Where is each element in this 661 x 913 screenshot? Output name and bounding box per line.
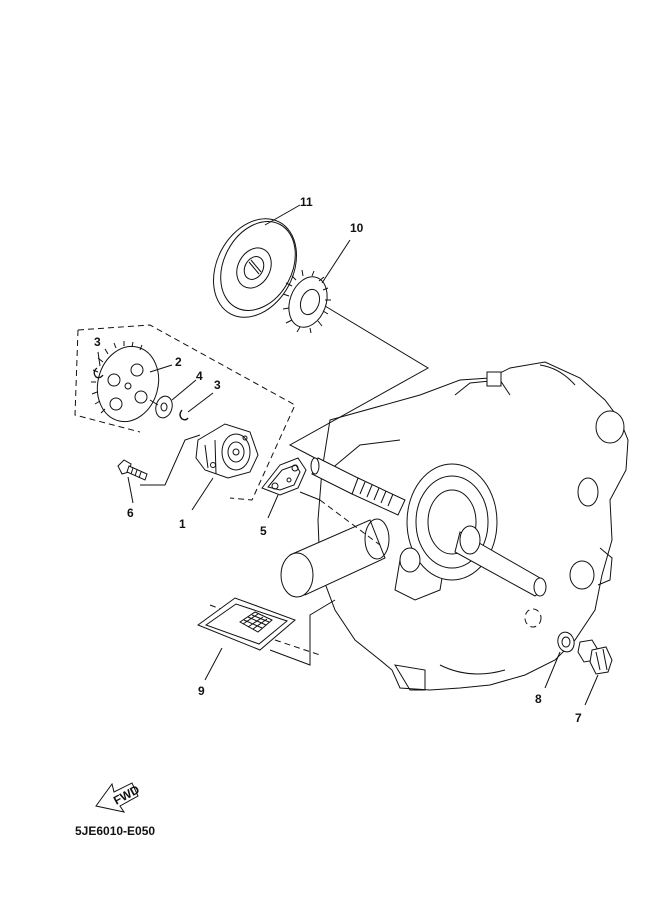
- part-8-gasket-washer: [544, 631, 575, 689]
- callout-3-lower: 3: [214, 378, 221, 392]
- callout-2: 2: [175, 355, 182, 369]
- strainer-mesh: [239, 611, 273, 633]
- part-3-circlip-upper: [93, 351, 104, 379]
- callout-10: 10: [350, 221, 364, 235]
- callout-labels: 11 10 3 2 4 3 6 1 5 9 8 7: [94, 195, 582, 725]
- fwd-arrow-icon: FWD: [95, 782, 142, 813]
- callout-8: 8: [535, 692, 542, 706]
- callout-11: 11: [300, 195, 313, 209]
- diagram-reference-code: 5JE6010-E050: [75, 824, 155, 838]
- callout-5: 5: [260, 524, 267, 538]
- callout-7: 7: [575, 711, 582, 725]
- callout-1: 1: [179, 517, 186, 531]
- part-3-circlip-lower: [179, 392, 214, 421]
- fwd-label: FWD: [111, 782, 142, 807]
- part-6-bolt: [117, 459, 148, 504]
- part-9-oil-strainer: [196, 597, 296, 681]
- part-10-drive-gear: [282, 239, 351, 334]
- part-5-gasket: [261, 457, 307, 519]
- callout-3-upper: 3: [94, 335, 101, 349]
- part-2-oil-pump-gear: [91, 341, 173, 423]
- part-7-drain-bolt: [577, 639, 613, 706]
- part-4-washer: [149, 379, 197, 419]
- crankcase: [280, 361, 629, 691]
- part-11-primary-driven-gear: [213, 204, 301, 318]
- part-1-oil-pump-assembly: [191, 423, 259, 511]
- callout-6: 6: [127, 506, 134, 520]
- callout-4: 4: [196, 369, 203, 383]
- assembly-lines: [74, 299, 429, 666]
- callout-9: 9: [198, 684, 205, 698]
